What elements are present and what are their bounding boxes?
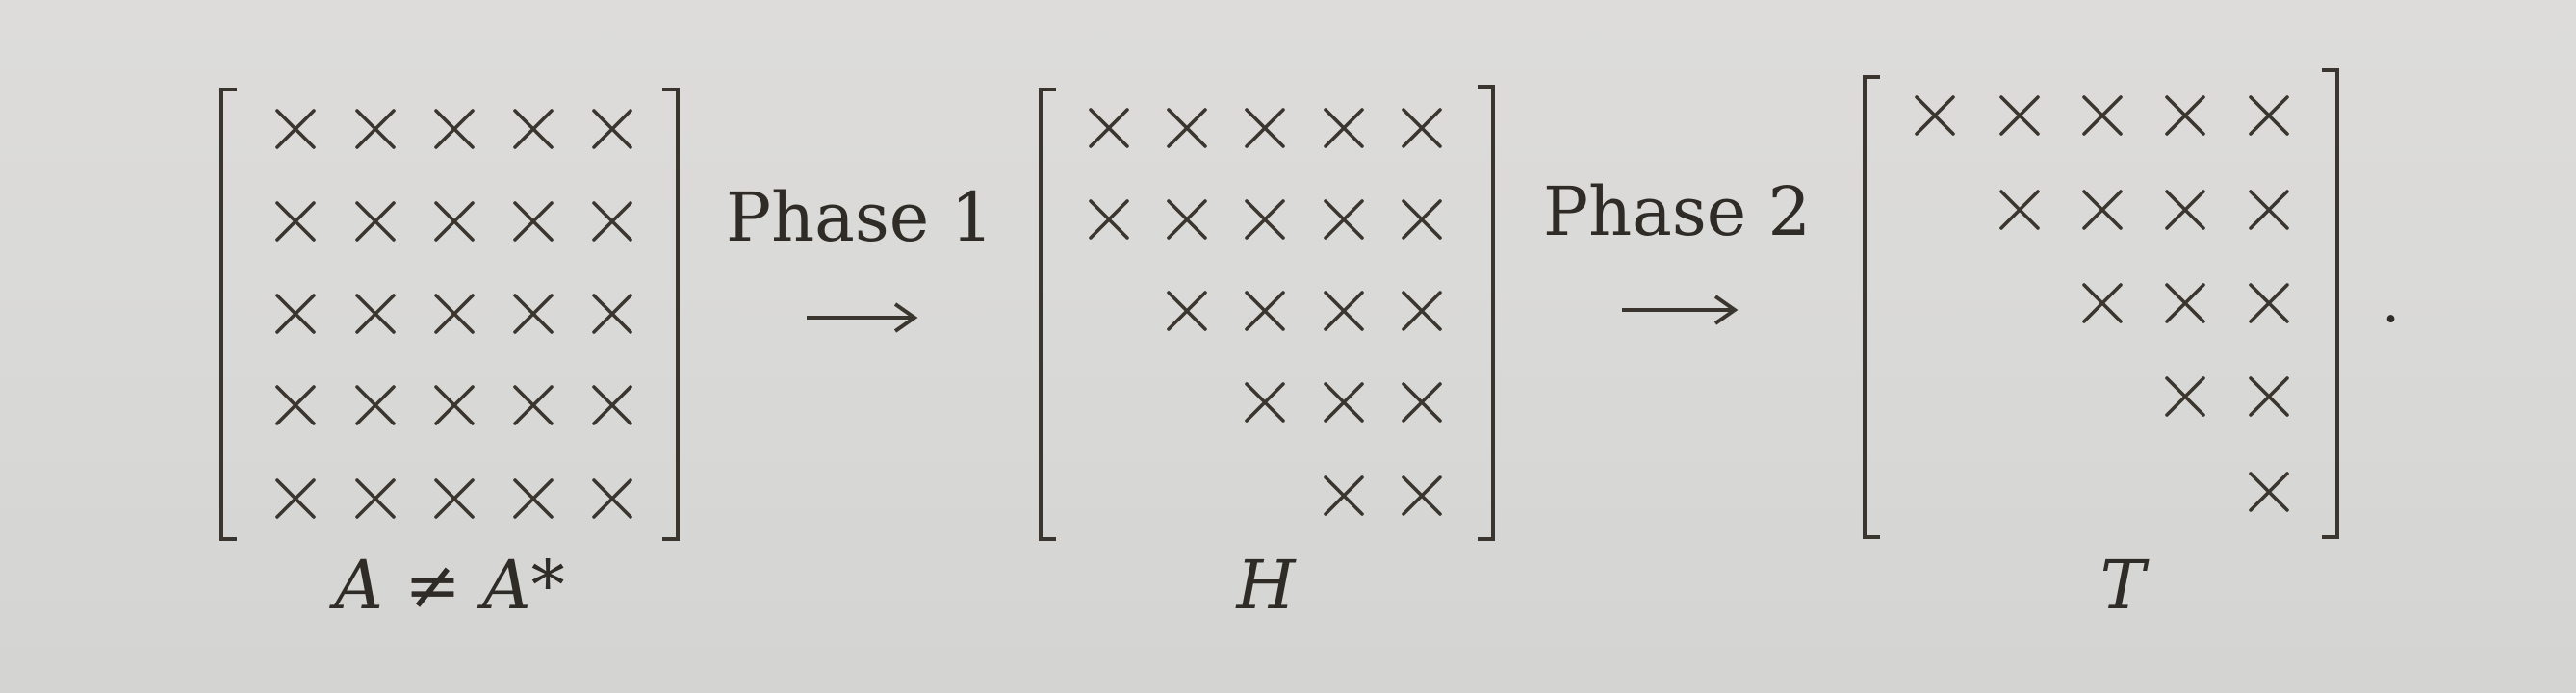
matrix-3-cell-r2-c3 [2082, 190, 2123, 230]
matrix-2-cell-r4-c4 [1324, 382, 1364, 423]
matrix-3-cell-r5-c5 [2249, 472, 2289, 512]
phase-1-label: Phase 1 [726, 178, 993, 257]
matrix-1-cell-r4-c4 [513, 385, 554, 425]
matrix-3-cell-r1-c3 [2082, 95, 2123, 136]
matrix-1-cell-r4-c1 [275, 385, 316, 425]
matrix-a: A ≠ A* [219, 88, 680, 625]
matrix-t-cells [1915, 95, 2289, 512]
matrix-a-label: A ≠ A* [328, 546, 564, 625]
matrix-1-cell-r3-c3 [434, 294, 475, 334]
matrix-h-right-bracket [1478, 85, 1495, 541]
matrix-t-right-bracket [2322, 68, 2339, 539]
matrix-1-cell-r3-c5 [592, 294, 632, 334]
matrix-h-label: H [1234, 546, 1297, 625]
matrix-3-cell-r2-c5 [2249, 190, 2289, 230]
phase-2-transition: Phase 2 [1543, 172, 1811, 325]
matrix-3-cell-r1-c4 [2165, 95, 2205, 136]
matrix-2-cell-r5-c4 [1324, 475, 1364, 516]
phase-1-arrow [807, 302, 918, 333]
matrix-2-cell-r3-c2 [1167, 291, 1207, 331]
matrix-1-cell-r4-c2 [355, 385, 396, 425]
matrix-1-cell-r1-c4 [513, 109, 554, 149]
matrix-2-cell-r2-c4 [1324, 199, 1364, 240]
matrix-2-cell-r2-c1 [1089, 199, 1129, 240]
matrix-t: T [1863, 68, 2339, 625]
matrix-1-cell-r1-c2 [355, 109, 396, 149]
matrix-a-cells [275, 109, 632, 519]
matrix-1-cell-r3-c4 [513, 294, 554, 334]
matrix-2-cell-r1-c1 [1089, 108, 1129, 148]
matrix-1-cell-r2-c1 [275, 201, 316, 242]
matrix-3-cell-r1-c5 [2249, 95, 2289, 136]
matrix-1-cell-r2-c5 [592, 201, 632, 242]
matrix-2-cell-r2-c5 [1402, 199, 1442, 240]
matrix-2-cell-r4-c3 [1245, 382, 1285, 423]
matrix-1-cell-r4-c5 [592, 385, 632, 425]
matrix-h-cells [1089, 108, 1442, 516]
matrix-1-cell-r4-c3 [434, 385, 475, 425]
trailing-period: . [2382, 269, 2400, 336]
matrix-1-cell-r5-c3 [434, 478, 475, 519]
matrix-1-cell-r2-c4 [513, 201, 554, 242]
matrix-h: H [1039, 85, 1495, 625]
phase-2-label: Phase 2 [1543, 172, 1811, 251]
matrix-3-cell-r2-c2 [1999, 190, 2040, 230]
matrix-1-cell-r1-c1 [275, 109, 316, 149]
matrix-1-cell-r1-c5 [592, 109, 632, 149]
matrix-1-cell-r2-c2 [355, 201, 396, 242]
matrix-3-cell-r3-c4 [2165, 283, 2205, 323]
matrix-2-cell-r3-c4 [1324, 291, 1364, 331]
matrix-3-cell-r4-c4 [2165, 376, 2205, 417]
matrix-t-label: T [2100, 546, 2150, 625]
phase-1-transition: Phase 1 [726, 178, 993, 333]
matrix-1-cell-r2-c3 [434, 201, 475, 242]
matrix-h-left-bracket [1039, 88, 1056, 541]
matrix-3-cell-r1-c2 [1999, 95, 2040, 136]
matrix-3-cell-r1-c1 [1915, 95, 1955, 136]
matrix-3-cell-r2-c4 [2165, 190, 2205, 230]
matrix-2-cell-r1-c2 [1167, 108, 1207, 148]
matrix-1-cell-r5-c5 [592, 478, 632, 519]
matrix-2-cell-r5-c5 [1402, 475, 1442, 516]
matrix-3-cell-r3-c5 [2249, 283, 2289, 323]
matrix-1-cell-r3-c1 [275, 294, 316, 334]
matrix-2-cell-r4-c5 [1402, 382, 1442, 423]
matrix-1-cell-r5-c4 [513, 478, 554, 519]
matrix-2-cell-r1-c4 [1324, 108, 1364, 148]
matrix-2-cell-r1-c5 [1402, 108, 1442, 148]
matrix-2-cell-r3-c5 [1402, 291, 1442, 331]
matrix-1-cell-r5-c1 [275, 478, 316, 519]
matrix-3-cell-r3-c3 [2082, 283, 2123, 323]
matrix-3-cell-r4-c5 [2249, 376, 2289, 417]
phase-2-arrow [1622, 295, 1739, 325]
matrix-2-cell-r1-c3 [1245, 108, 1285, 148]
matrix-1-cell-r3-c2 [355, 294, 396, 334]
matrix-a-left-bracket [219, 88, 237, 541]
matrix-1-cell-r5-c2 [355, 478, 396, 519]
matrix-2-cell-r2-c2 [1167, 199, 1207, 240]
matrix-2-cell-r2-c3 [1245, 199, 1285, 240]
matrix-2-cell-r3-c3 [1245, 291, 1285, 331]
matrix-t-left-bracket [1863, 75, 1880, 539]
matrix-a-right-bracket [662, 88, 680, 541]
matrix-1-cell-r1-c3 [434, 109, 475, 149]
